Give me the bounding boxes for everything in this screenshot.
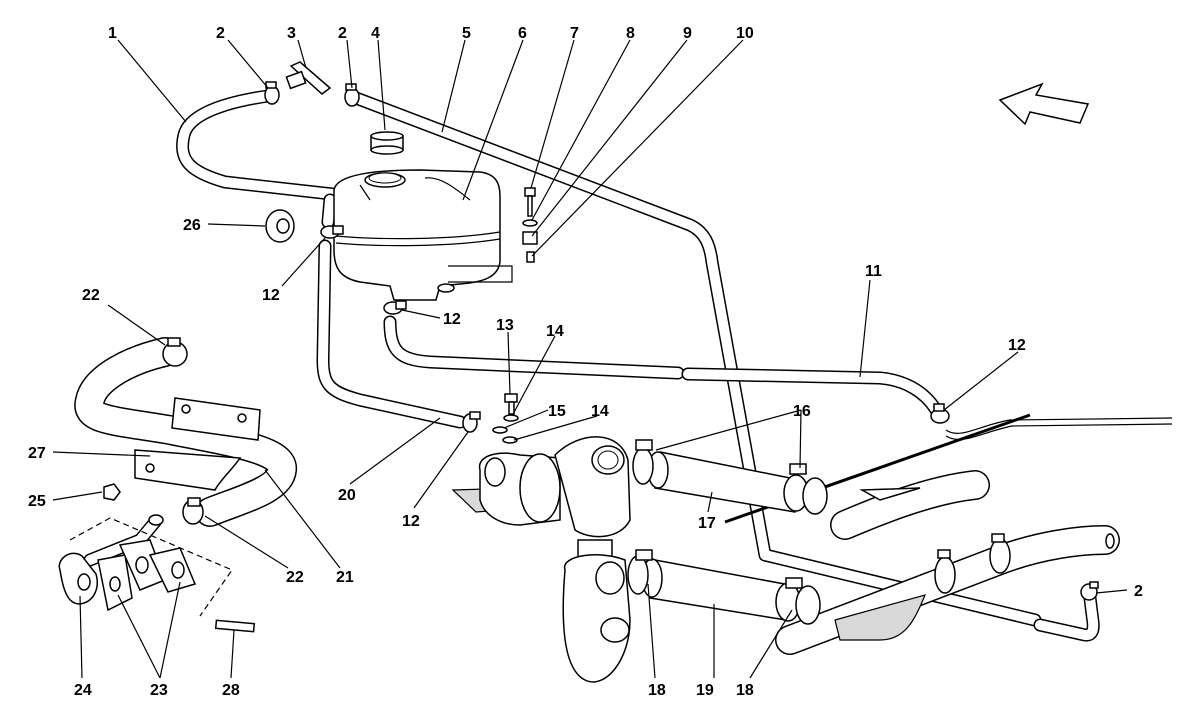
hose-clamps-right xyxy=(934,533,1115,594)
callout-19: 19 xyxy=(696,682,714,699)
expansion-tank xyxy=(333,169,513,301)
callout-18-left: 18 xyxy=(648,682,666,699)
callout-13: 13 xyxy=(496,317,514,334)
callout-27: 27 xyxy=(28,445,46,462)
leader-lines xyxy=(52,39,1128,679)
callout-12-tank-left: 12 xyxy=(262,287,280,304)
callout-14-lower: 14 xyxy=(591,403,609,420)
callout-9: 9 xyxy=(683,25,692,42)
hose-upper xyxy=(632,439,828,515)
callout-16: 16 xyxy=(793,403,811,420)
hose-clamp-tank-left xyxy=(320,225,344,239)
flange-gaskets xyxy=(97,539,197,612)
callout-2-top: 2 xyxy=(338,25,347,42)
heat-shield xyxy=(134,397,261,491)
coolant-pipes xyxy=(775,470,1120,655)
callout-5: 5 xyxy=(462,25,471,42)
water-pump xyxy=(451,436,631,683)
callout-14-upper: 14 xyxy=(546,323,564,340)
nut xyxy=(103,483,121,501)
hose-clamp-top xyxy=(344,83,360,107)
callout-12-right: 12 xyxy=(1008,337,1026,354)
hose-clamp-lower-left xyxy=(182,497,204,525)
flange-pipe xyxy=(58,514,164,605)
bolt-assembly xyxy=(522,187,538,263)
callout-1: 1 xyxy=(108,25,117,42)
callout-22-upper: 22 xyxy=(82,287,100,304)
tank-cap xyxy=(370,131,404,155)
hose-clamp-tank-bottom xyxy=(383,300,407,315)
hose-fitting xyxy=(285,61,332,95)
callout-8: 8 xyxy=(626,25,635,42)
callout-24: 24 xyxy=(74,682,92,699)
coolant-hose-left xyxy=(74,337,297,527)
bolt-washers xyxy=(492,393,519,444)
callout-11: 11 xyxy=(865,263,882,280)
callout-21: 21 xyxy=(336,569,354,586)
callout-12-middle: 12 xyxy=(402,513,420,530)
callout-labels: 1 2 3 2 4 5 6 7 8 9 10 11 12 12 12 12 13… xyxy=(28,25,1143,699)
callout-23: 23 xyxy=(150,682,168,699)
rubber-grommet xyxy=(265,209,295,243)
callout-10: 10 xyxy=(736,25,754,42)
callout-17: 17 xyxy=(698,515,716,532)
callout-22-lower: 22 xyxy=(286,569,304,586)
callout-7: 7 xyxy=(570,25,579,42)
direction-arrow-icon xyxy=(998,82,1090,126)
hose-lower xyxy=(627,549,821,625)
hose-clamp-top-left xyxy=(264,81,280,105)
hose-clamp-bottom-right xyxy=(1080,581,1099,601)
callout-12-tank-bottom: 12 xyxy=(443,311,461,328)
hose-clamp-right xyxy=(930,403,950,424)
callout-6: 6 xyxy=(518,25,527,42)
stud-bolt xyxy=(214,619,256,633)
callout-28: 28 xyxy=(222,682,240,699)
callout-26: 26 xyxy=(183,217,201,234)
callout-15: 15 xyxy=(548,403,566,420)
callout-3: 3 xyxy=(287,25,296,42)
callout-18-right: 18 xyxy=(736,682,754,699)
hoses xyxy=(176,89,1100,642)
hose-clamp-middle xyxy=(462,411,481,433)
callout-25: 25 xyxy=(28,493,46,510)
callout-4: 4 xyxy=(371,25,380,42)
hose-clamp-upper-left xyxy=(162,337,188,367)
callout-20: 20 xyxy=(338,487,356,504)
callout-2-top-left: 2 xyxy=(216,25,225,42)
callout-2-bottom-right: 2 xyxy=(1134,583,1143,600)
pipe-line xyxy=(945,417,1173,434)
